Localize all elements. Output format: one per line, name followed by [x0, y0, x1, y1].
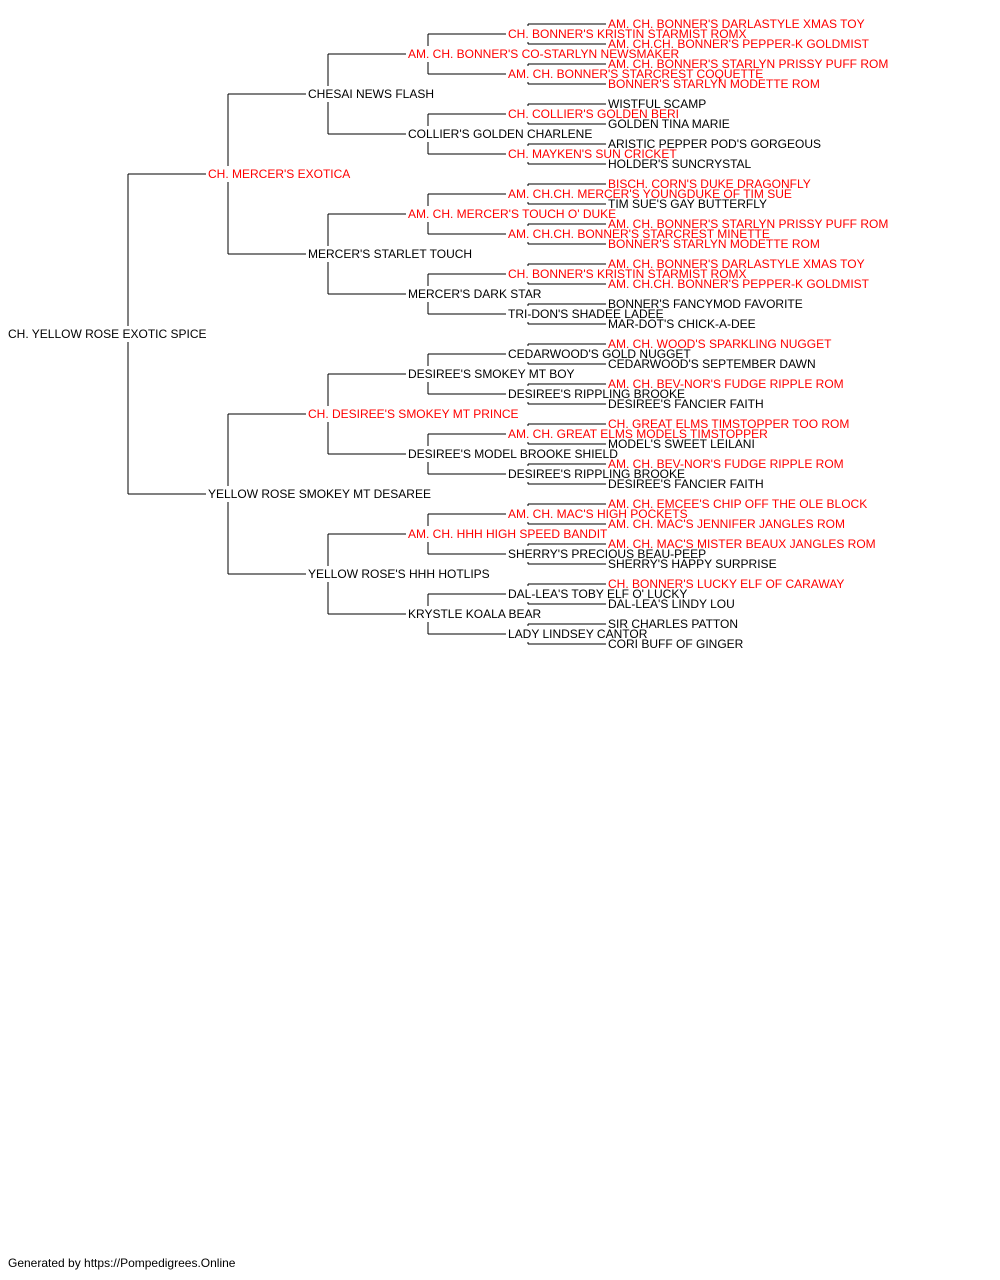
dam-name: YELLOW ROSE'S HHH HOTLIPS	[308, 567, 490, 581]
dam-name: MERCER'S DARK STAR	[408, 287, 542, 301]
sire-name: AM. CH. BONNER'S DARLASTYLE XMAS TOY	[608, 17, 865, 31]
sire-name: AM. CH. MERCER'S TOUCH O' DUKE	[408, 207, 616, 221]
sire-name: AM. CH. BEV-NOR'S FUDGE RIPPLE ROM	[608, 377, 844, 391]
sire-name: AM. CH. BONNER'S CO-STARLYN NEWSMAKER	[408, 47, 680, 61]
sire-name: BISCH. CORN'S DUKE DRAGONFLY	[608, 177, 811, 191]
dam-name: AM. CH.CH. BONNER'S STARCREST MINETTE	[508, 227, 770, 241]
dam-name: AM. CH. MAC'S JENNIFER JANGLES ROM	[608, 517, 845, 531]
dam-name: CEDARWOOD'S SEPTEMBER DAWN	[608, 357, 816, 371]
sire-name: CH. MERCER'S EXOTICA	[208, 167, 350, 181]
sire-name: AM. CH. BONNER'S DARLASTYLE XMAS TOY	[608, 257, 865, 271]
dam-name: COLLIER'S GOLDEN CHARLENE	[408, 127, 592, 141]
dam-name: DESIREE'S MODEL BROOKE SHIELD	[408, 447, 618, 461]
sire-name: CH. COLLIER'S GOLDEN BERI	[508, 107, 679, 121]
dam-name: HOLDER'S SUNCRYSTAL	[608, 157, 752, 171]
dam-name: DESIREE'S RIPPLING BROOKE	[508, 387, 685, 401]
sire-name: AM. CH. MAC'S HIGH POCKETS	[508, 507, 688, 521]
sire-name: AM. CH. WOOD'S SPARKLING NUGGET	[608, 337, 832, 351]
sire-name: AM. CH. MAC'S MISTER BEAUX JANGLES ROM	[608, 537, 876, 551]
dam-name: DESIREE'S FANCIER FAITH	[608, 397, 764, 411]
sire-name: AM. CH. BONNER'S STARLYN PRISSY PUFF ROM	[608, 217, 888, 231]
sire-name: ARISTIC PEPPER POD'S GORGEOUS	[608, 137, 821, 151]
dam-name: SHERRY'S HAPPY SURPRISE	[608, 557, 777, 571]
sire-name: AM. CH.CH. MERCER'S YOUNGDUKE OF TIM SUE	[508, 187, 792, 201]
dam-name: KRYSTLE KOALA BEAR	[408, 607, 542, 621]
dam-name: MERCER'S STARLET TOUCH	[308, 247, 472, 261]
sire-name: CH. DESIREE'S SMOKEY MT PRINCE	[308, 407, 519, 421]
dam-name: DAL-LEA'S LINDY LOU	[608, 597, 735, 611]
footer-credit: Generated by https://Pompedigrees.Online	[8, 1256, 236, 1270]
dam-name: DESIREE'S FANCIER FAITH	[608, 477, 764, 491]
sire-name: DESIREE'S SMOKEY MT BOY	[408, 367, 575, 381]
sire-name: CH. BONNER'S KRISTIN STARMIST ROMX	[508, 267, 747, 281]
dam-name: TRI-DON'S SHADEE LADEE	[508, 307, 664, 321]
sire-name: AM. CH. BEV-NOR'S FUDGE RIPPLE ROM	[608, 457, 844, 471]
sire-name: CEDARWOOD'S GOLD NUGGET	[508, 347, 691, 361]
sire-name: CHESAI NEWS FLASH	[308, 87, 434, 101]
sire-name: CH. BONNER'S LUCKY ELF OF CARAWAY	[608, 577, 844, 591]
dam-name: YELLOW ROSE SMOKEY MT DESAREE	[208, 487, 431, 501]
dam-name: MAR-DOT'S CHICK-A-DEE	[608, 317, 756, 331]
sire-name: CH. BONNER'S KRISTIN STARMIST ROMX	[508, 27, 747, 41]
sire-name: AM. CH. HHH HIGH SPEED BANDIT	[408, 527, 608, 541]
dam-name: BONNER'S STARLYN MODETTE ROM	[608, 237, 820, 251]
sire-name: AM. CH. BONNER'S STARLYN PRISSY PUFF ROM	[608, 57, 888, 71]
dam-name: GOLDEN TINA MARIE	[608, 117, 730, 131]
sire-name: AM. CH. EMCEE'S CHIP OFF THE OLE BLOCK	[608, 497, 867, 511]
sire-name: AM. CH. GREAT ELMS MODELS TIMSTOPPER	[508, 427, 768, 441]
dam-name: MODEL'S SWEET LEILANI	[608, 437, 755, 451]
dam-name: BONNER'S STARLYN MODETTE ROM	[608, 77, 820, 91]
subject-name: CH. YELLOW ROSE EXOTIC SPICE	[8, 327, 207, 341]
sire-name: DAL-LEA'S TOBY ELF O' LUCKY	[508, 587, 687, 601]
sire-name: CH. GREAT ELMS TIMSTOPPER TOO ROM	[608, 417, 849, 431]
dam-name: SHERRY'S PRECIOUS BEAU-PEEP	[508, 547, 706, 561]
dam-name: LADY LINDSEY CANTOR	[508, 627, 648, 641]
dam-name: DESIREE'S RIPPLING BROOKE	[508, 467, 685, 481]
sire-name: WISTFUL SCAMP	[608, 97, 706, 111]
sire-name: SIR CHARLES PATTON	[608, 617, 738, 631]
dam-name: CH. MAYKEN'S SUN CRICKET	[508, 147, 677, 161]
dam-name: AM. CH. BONNER'S STARCREST COQUETTE	[508, 67, 763, 81]
dam-name: CORI BUFF OF GINGER	[608, 637, 744, 651]
dam-name: TIM SUE'S GAY BUTTERFLY	[608, 197, 767, 211]
dam-name: AM. CH.CH. BONNER'S PEPPER-K GOLDMIST	[608, 37, 870, 51]
sire-name: BONNER'S FANCYMOD FAVORITE	[608, 297, 803, 311]
dam-name: AM. CH.CH. BONNER'S PEPPER-K GOLDMIST	[608, 277, 870, 291]
